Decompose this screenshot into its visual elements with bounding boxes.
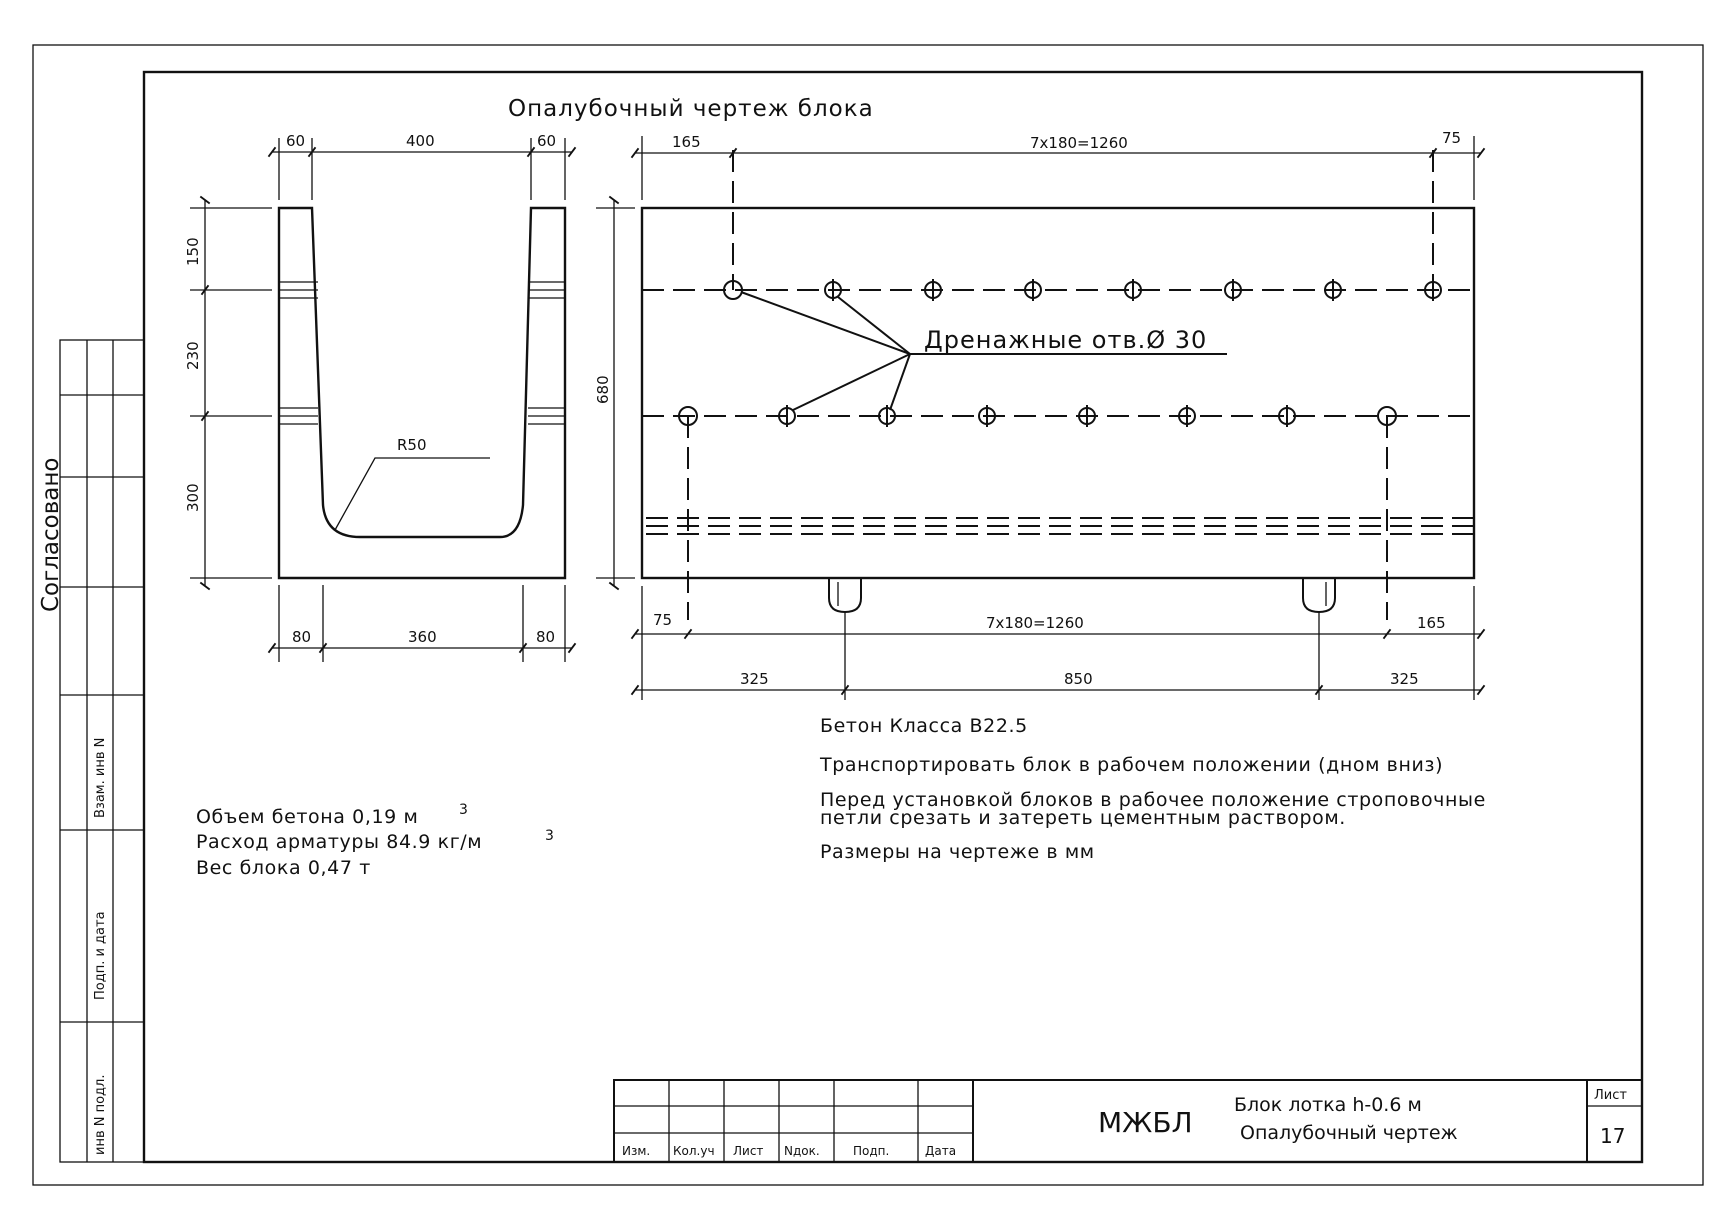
side-column-sign-date: Подп. и дата <box>93 911 108 1000</box>
section-bottom-dimension <box>267 585 577 662</box>
tb-header-count: Кол.уч <box>673 1144 715 1158</box>
plan-dim-bottom2-right: 325 <box>1390 670 1419 688</box>
note-install-line2: петли срезать и затереть цементным раств… <box>820 807 1346 829</box>
spec-concrete-volume: Объем бетона 0,19 м <box>196 806 418 828</box>
tb-code: МЖБЛ <box>1098 1106 1193 1139</box>
tb-header-doc: Nдок. <box>784 1144 820 1158</box>
spec-reinforcement: Расход арматуры 84.9 кг/м <box>196 831 482 853</box>
drain-holes-top-row <box>723 279 1442 301</box>
drawing-title: Опалубочный чертеж блока <box>508 96 874 122</box>
tb-name-line2: Опалубочный чертеж <box>1240 1122 1458 1144</box>
lifting-loop-right <box>1302 578 1336 614</box>
drain-holes-bottom-row <box>678 405 1397 427</box>
section-dim-top-left: 60 <box>286 132 305 150</box>
tb-sheet-number: 17 <box>1600 1124 1625 1148</box>
plan-bottom-dimension-2 <box>630 612 1486 700</box>
section-dim-height-2: 230 <box>184 341 202 370</box>
plan-dim-bottom1-left: 75 <box>653 611 672 629</box>
radius-label: R50 <box>397 436 427 454</box>
title-block: Изм. Кол.уч Лист Nдок. Подп. Дата МЖБЛ Б… <box>613 1079 1643 1163</box>
notes-block: Бетон Класса B22.5 Транспортировать блок… <box>819 715 1486 863</box>
section-dim-bottom-right: 80 <box>536 628 555 646</box>
section-dim-top-right: 60 <box>537 132 556 150</box>
drain-leaders <box>740 291 1227 411</box>
tb-sheet-label: Лист <box>1594 1088 1627 1103</box>
plan-bottom-dimension-1 <box>630 586 1486 700</box>
lifting-loop-left <box>828 578 862 614</box>
section-dim-height-3: 300 <box>184 483 202 512</box>
spec-volume-exponent: 3 <box>459 802 468 818</box>
section-dim-bottom-left: 80 <box>292 628 311 646</box>
outer-frame <box>32 44 1704 1186</box>
tb-header-change: Изм. <box>622 1144 650 1158</box>
specs-block: Объем бетона 0,19 м 3 Расход арматуры 84… <box>196 802 554 879</box>
tb-name-line1: Блок лотка h-0.6 м <box>1234 1094 1422 1116</box>
plan-dim-bottom2-left: 325 <box>740 670 769 688</box>
side-column-original: инв N подл. <box>93 1075 108 1155</box>
side-column-replaced: Взам. инв N <box>93 738 108 818</box>
tb-header-sign: Подп. <box>853 1144 889 1158</box>
plan-dim-top-left: 165 <box>672 133 701 151</box>
plan-top-dimension <box>630 136 1486 200</box>
plan-height-dimension <box>596 195 635 591</box>
drain-label: Дренажные отв.Ø 30 <box>924 326 1207 354</box>
section-view: 60 400 60 80 360 80 150 230 300 <box>184 132 577 662</box>
section-top-dimension <box>267 138 577 200</box>
wall-section-marks <box>279 281 565 425</box>
note-concrete-class: Бетон Класса B22.5 <box>820 715 1028 737</box>
section-height-dimension <box>190 195 272 591</box>
section-dim-height-1: 150 <box>184 237 202 266</box>
note-units: Размеры на чертеже в мм <box>820 841 1095 863</box>
section-dim-top-mid: 400 <box>406 132 435 150</box>
block-outline <box>640 206 1476 580</box>
spec-weight: Вес блока 0,47 т <box>196 857 371 879</box>
plan-dim-bottom1-mid: 7x180=1260 <box>986 614 1084 632</box>
drain-hole <box>723 280 743 300</box>
plan-dim-top-right: 75 <box>1442 129 1461 147</box>
note-install-line1: Перед установкой блоков в рабочее положе… <box>820 789 1486 811</box>
plan-view: Дренажные отв.Ø 30 165 7x180=1260 75 680 <box>594 129 1486 700</box>
plan-dim-bottom2-mid: 850 <box>1064 670 1093 688</box>
plan-dim-bottom1-right: 165 <box>1417 614 1446 632</box>
spec-reinforcement-exponent: 3 <box>545 828 554 844</box>
tb-header-date: Дата <box>925 1144 956 1158</box>
plan-dim-top-mid: 7x180=1260 <box>1030 134 1128 152</box>
drain-hole <box>678 406 698 426</box>
left-margin-strips <box>59 339 145 1163</box>
radius-leader <box>334 457 490 531</box>
tb-header-sheet: Лист <box>733 1144 763 1158</box>
section-dim-bottom-mid: 360 <box>408 628 437 646</box>
plan-dim-height: 680 <box>594 375 612 404</box>
trough-outline <box>277 206 567 580</box>
approval-stamp: Согласовано <box>38 458 64 613</box>
note-transport: Транспортировать блок в рабочем положени… <box>819 754 1443 776</box>
